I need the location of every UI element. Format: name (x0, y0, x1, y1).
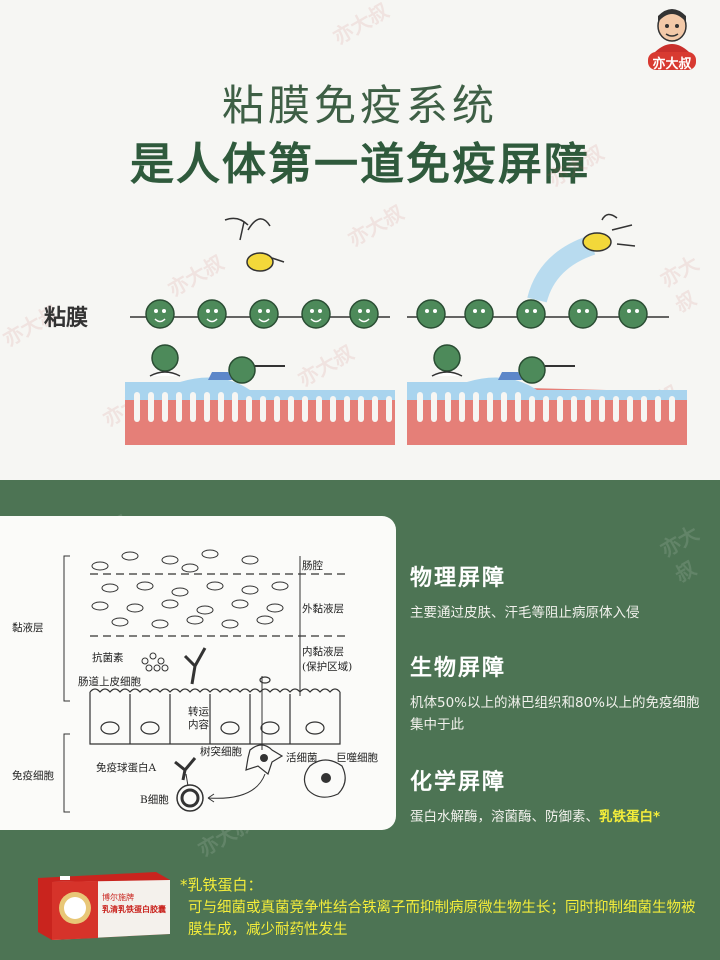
barrier-biological: 生物屏障 机体50%以上的淋巴组织和80%以上的免疫细胞集中于此 (410, 650, 710, 736)
barrier-desc: 机体50%以上的淋巴组织和80%以上的免疫细胞集中于此 (410, 695, 700, 733)
barrier-physical: 物理屏障 主要通过皮肤、汗毛等阻止病原体入侵 (410, 560, 710, 624)
immune-cells-illustration (125, 217, 395, 445)
mucosa-illustration-right (407, 200, 687, 449)
product-brand: 博尔施牌 (102, 893, 134, 902)
label-content: 内容 (188, 719, 209, 731)
title-line-2: 是人体第一道免疫屏障 (130, 139, 590, 190)
product-name: 乳清乳铁蛋白胶囊 (102, 905, 166, 914)
product-box-image (38, 872, 170, 940)
label-macrophage: 巨噬细胞 (336, 752, 378, 764)
barrier-chemical: 化学屏障 蛋白水解酶，溶菌酶、防御素、乳铁蛋白* (410, 764, 710, 828)
barrier-desc: 蛋白水解酶，溶菌酶、防御素、乳铁蛋白* (410, 806, 710, 828)
label-b-cell: B细胞 (140, 794, 169, 806)
label-live-bacteria: 活细菌 (286, 752, 318, 764)
label-transport: 转运 (188, 706, 209, 718)
barrier-title: 生物屏障 (410, 656, 507, 681)
label-lumen: 肠腔 (302, 560, 323, 572)
mucosa-illustration-left (120, 200, 395, 449)
logo: 亦大叔 (645, 6, 699, 72)
cartoon-uncle-avatar-icon (648, 9, 696, 70)
footnote-text: 可与细菌或真菌竞争性结合铁离子而抑制病原微生物生长；同时抑制细菌生物被膜生成，减… (188, 900, 696, 938)
mucus-layer-diagram (63, 549, 346, 813)
label-antimicrobial: 抗菌素 (92, 652, 124, 664)
barrier-title: 物理屏障 (410, 566, 507, 591)
footnote-title: *乳铁蛋白： (180, 876, 263, 894)
label-iga: 免疫球蛋白A (96, 762, 157, 774)
barrier-desc-plain: 蛋白水解酶，溶菌酶、防御素、 (410, 809, 599, 825)
barrier-desc: 主要通过皮肤、汗毛等阻止病原体入侵 (410, 605, 640, 621)
title-line-1: 粘膜免疫系统 (221, 81, 498, 130)
mucosa-label: 粘膜 (44, 306, 89, 331)
barrier-desc-highlight: 乳铁蛋白* (599, 809, 661, 825)
immune-cells-illustration (407, 213, 687, 445)
logo-text: 亦大叔 (652, 57, 692, 72)
label-mucus-layer: 黏液层 (12, 622, 44, 634)
label-protected-zone: (保护区域) (302, 661, 353, 673)
mucus-diagram-card: 肠腔 外黏液层 内黏液层 (保护区域) 黏液层 抗菌素 肠道上皮细胞 转运 内容… (0, 516, 396, 830)
label-inner-mucus: 内黏液层 (302, 646, 344, 658)
label-immune-cells: 免疫细胞 (12, 770, 54, 782)
label-outer-mucus: 外黏液层 (302, 603, 344, 615)
barrier-title: 化学屏障 (410, 770, 507, 795)
label-epithelial: 肠道上皮细胞 (78, 676, 141, 688)
label-dendritic: 树突细胞 (200, 746, 242, 758)
product-box: 博尔施牌 乳清乳铁蛋白胶囊 (38, 868, 170, 940)
